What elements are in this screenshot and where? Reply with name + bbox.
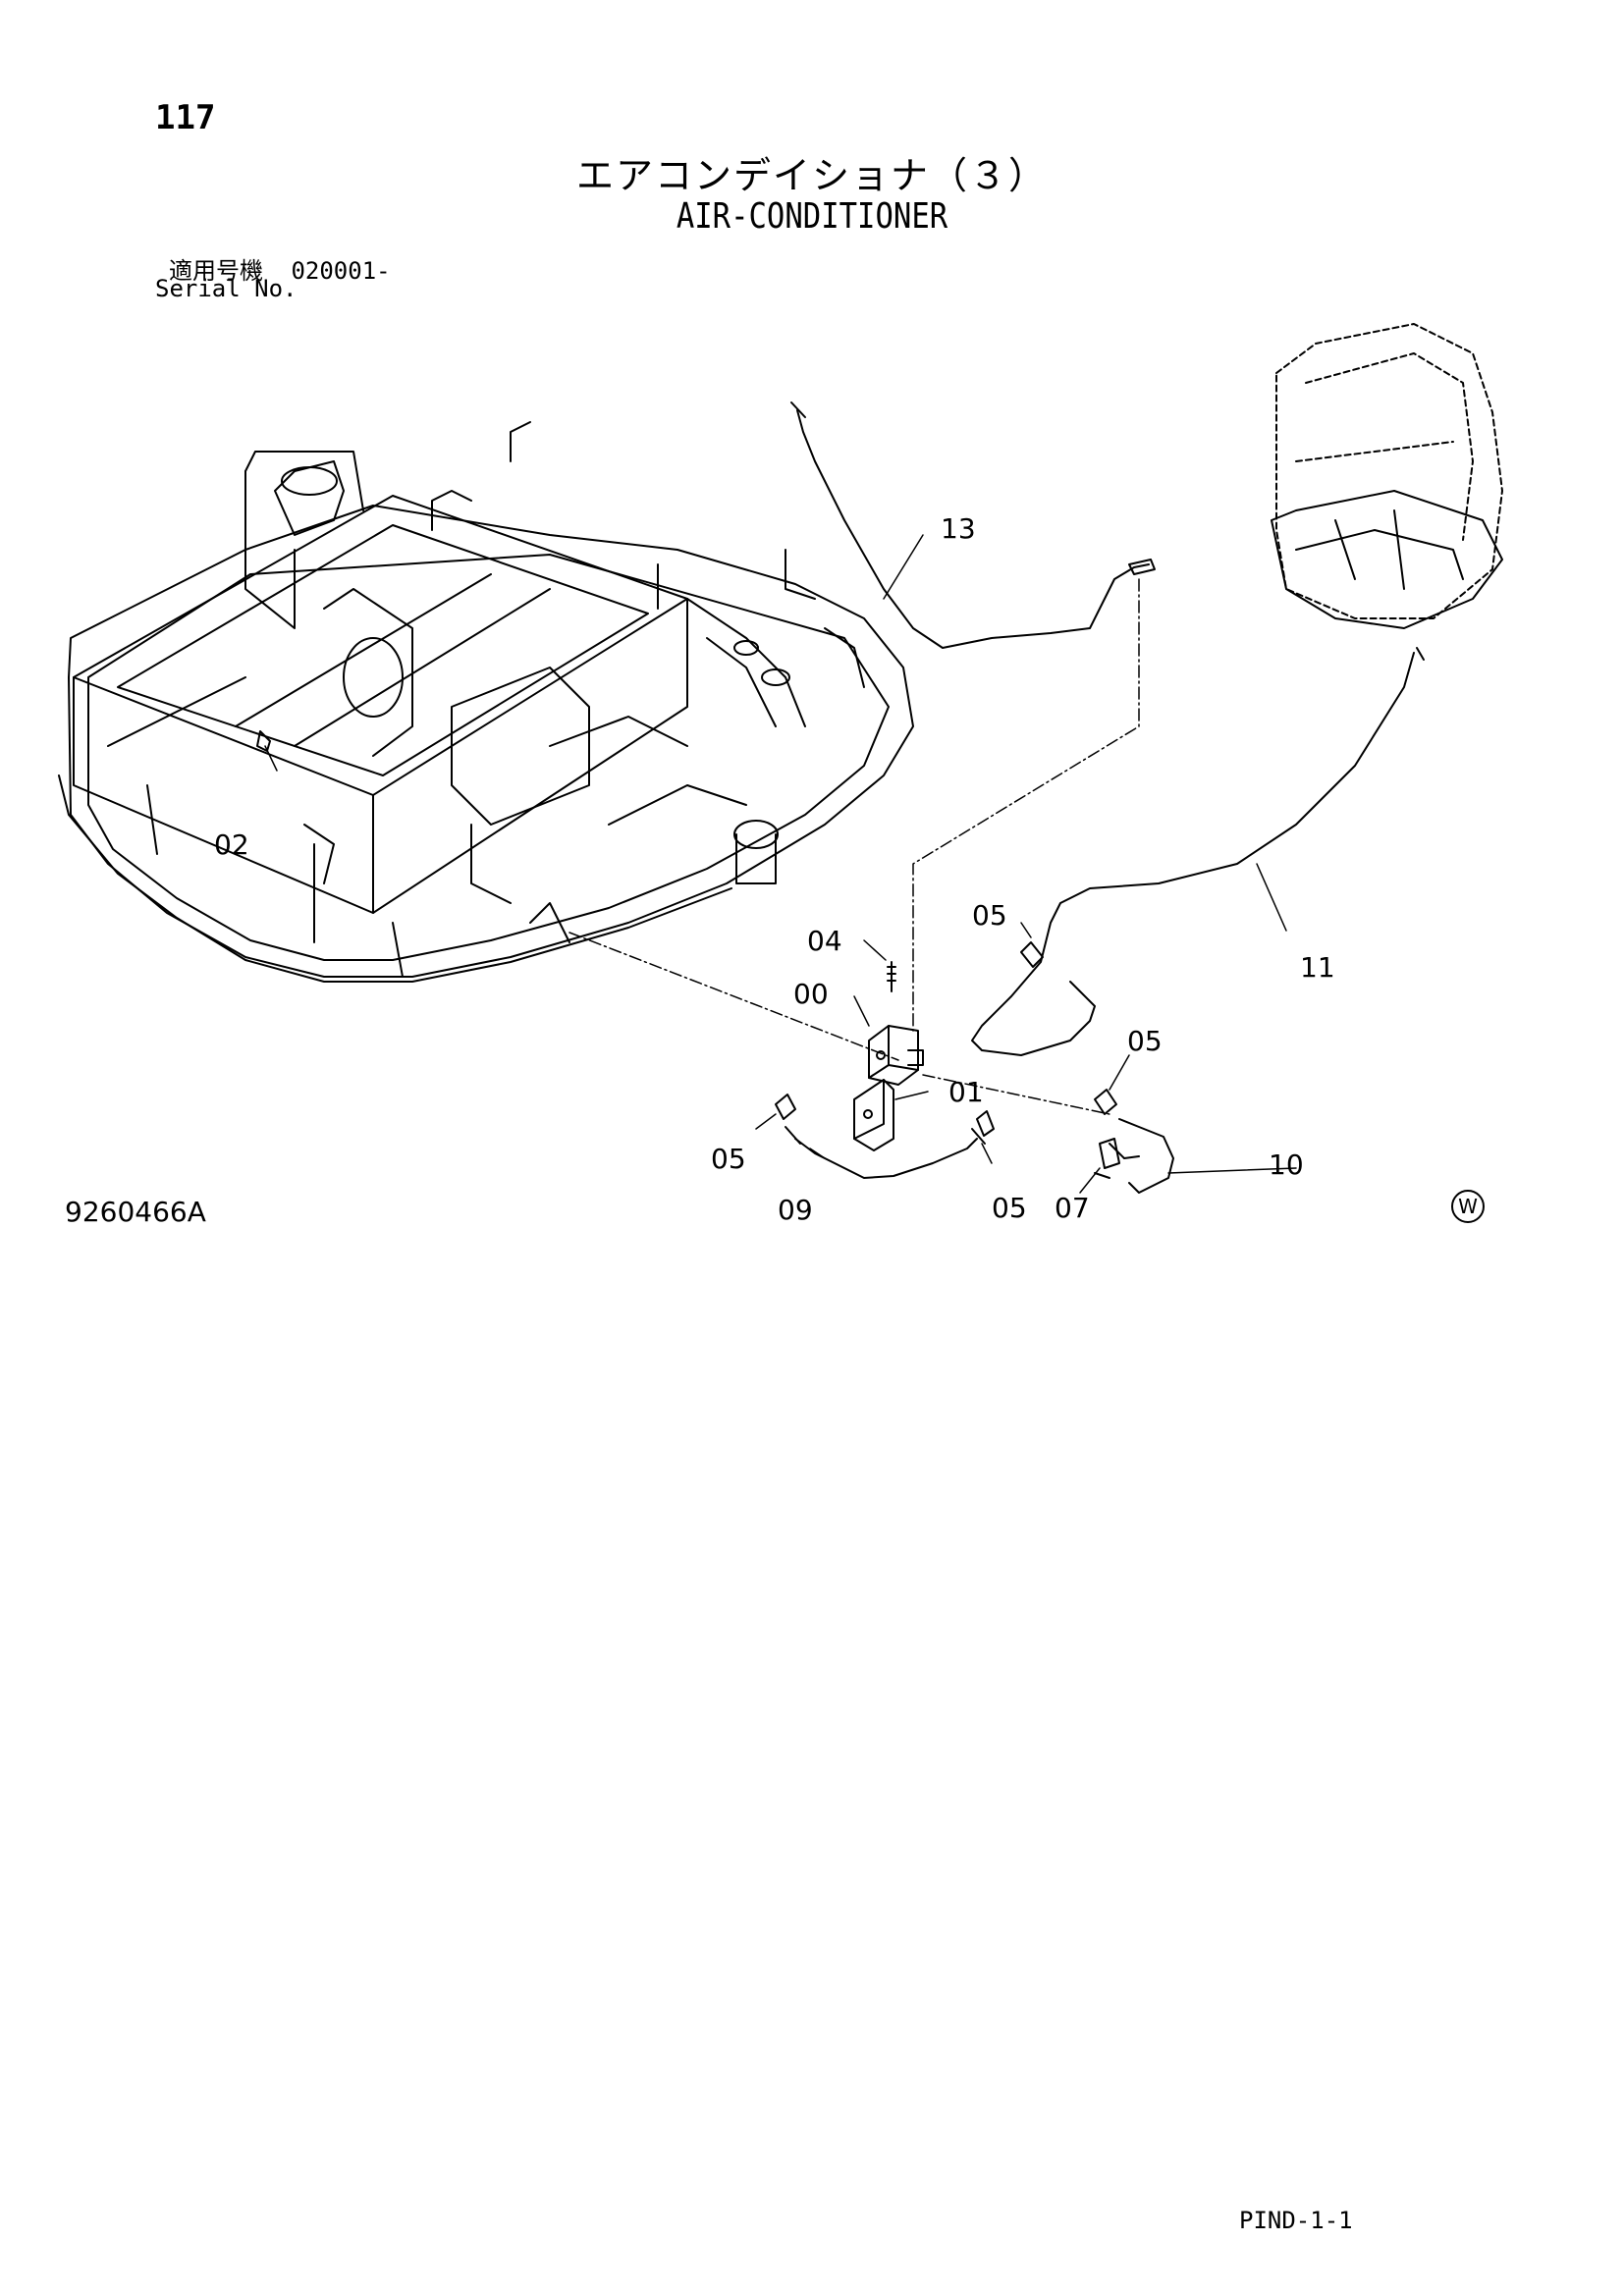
hose-10 xyxy=(1118,1118,1174,1194)
callout-00: 00 xyxy=(793,978,829,1010)
callout-09: 09 xyxy=(778,1194,813,1226)
callout-07: 07 xyxy=(1055,1192,1090,1224)
serial-label-jp-text: 適用号機 xyxy=(169,257,263,285)
serial-label-japanese: 適用号機 020001- xyxy=(169,251,391,286)
callout-13: 13 xyxy=(941,512,976,545)
cab-drawing xyxy=(1275,323,1503,619)
part-07 xyxy=(1099,1138,1120,1169)
bolt-04 xyxy=(887,961,896,992)
pipe-13 xyxy=(796,409,1150,649)
callout-05-b: 05 xyxy=(1127,1025,1163,1057)
callout-05-a: 05 xyxy=(972,899,1007,932)
upper-frame-drawing xyxy=(58,421,914,983)
serial-value: 020001- xyxy=(291,257,391,285)
bracket-01 xyxy=(853,1079,894,1151)
hose-11 xyxy=(971,652,1415,1056)
cab-frame-drawing xyxy=(1271,490,1503,629)
serial-label-english: Serial No. xyxy=(155,275,298,302)
page-code: PIND-1-1 xyxy=(1239,2207,1353,2234)
callout-02: 02 xyxy=(214,828,249,861)
title-japanese: エアコンデイショナ（３） xyxy=(575,154,1048,197)
callout-11: 11 xyxy=(1300,951,1335,984)
callout-05-d: 05 xyxy=(992,1192,1027,1224)
w-mark-icon: W xyxy=(1451,1190,1485,1223)
bolt-02 xyxy=(256,730,271,752)
diagram-id: 9260466A xyxy=(65,1196,206,1228)
hose-09 xyxy=(794,1138,978,1179)
callout-10: 10 xyxy=(1269,1148,1304,1181)
solenoid-valve-00 xyxy=(868,1025,924,1086)
page-number: 117 xyxy=(155,98,216,137)
title-english: AIR-CONDITIONER xyxy=(676,196,948,237)
parts-diagram: 13 02 05 04 00 11 05 01 05 05 09 05 07 1… xyxy=(58,323,1503,1226)
callout-01: 01 xyxy=(948,1076,984,1108)
callout-05-c: 05 xyxy=(711,1143,746,1175)
connector-05-group xyxy=(775,941,1117,1137)
callout-04: 04 xyxy=(807,925,842,957)
